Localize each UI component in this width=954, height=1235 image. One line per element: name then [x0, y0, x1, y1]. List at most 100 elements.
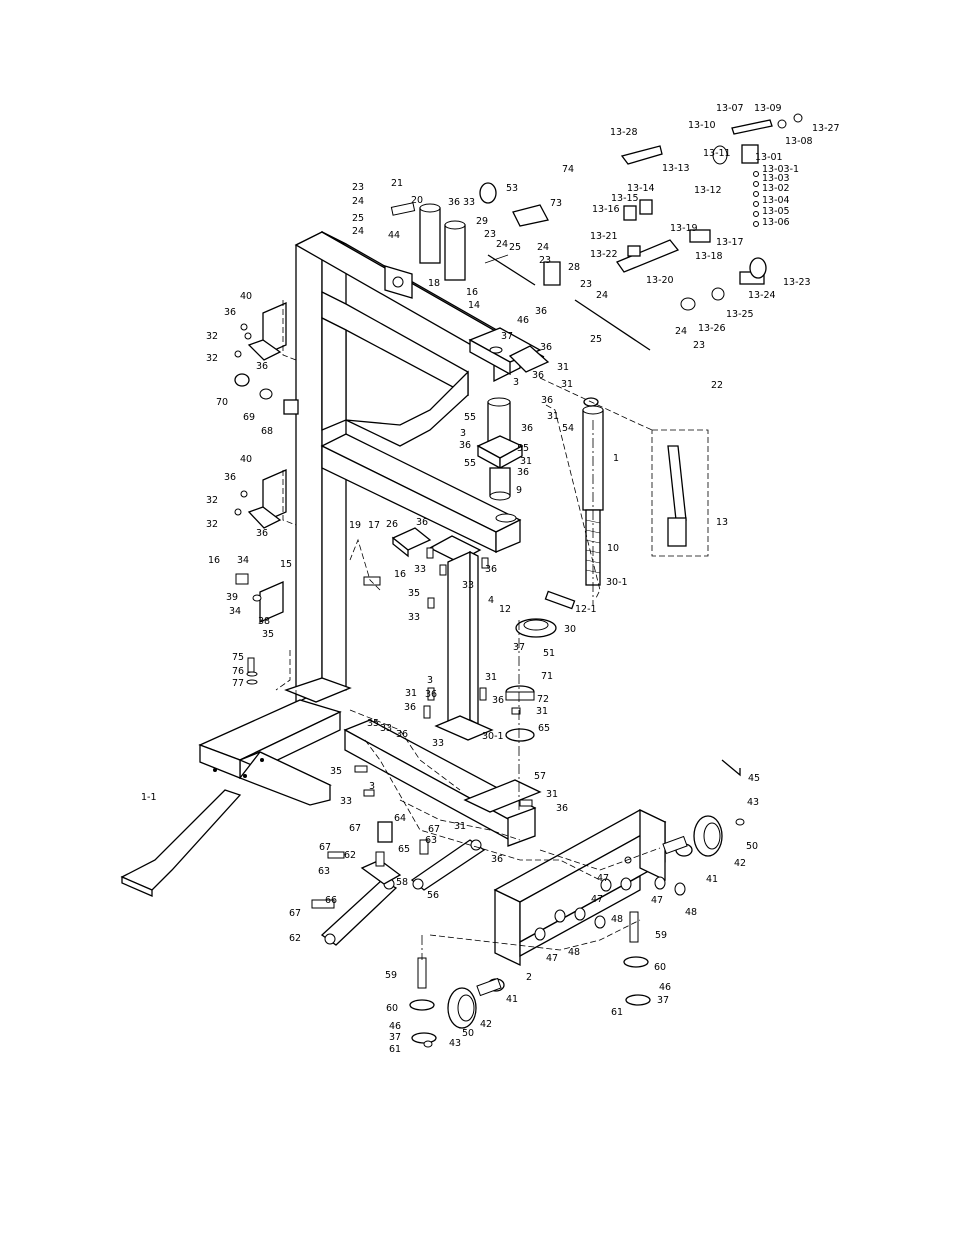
- callout-label: 13-03-1: [762, 164, 799, 175]
- callout-label: 1-1: [141, 792, 157, 803]
- callout-label: 70: [216, 397, 228, 408]
- callout-label: 42: [480, 1019, 492, 1030]
- callout-label: 9: [516, 485, 522, 496]
- callout-label: 17: [368, 520, 380, 531]
- callout-label: 33: [380, 723, 392, 734]
- callout-label: 13-11: [703, 148, 731, 159]
- callout-label: 31: [485, 672, 497, 683]
- callout-label: 30: [564, 624, 576, 635]
- callout-label: 13-23: [783, 277, 811, 288]
- callout-label: 4: [488, 595, 494, 606]
- callout-label: 31: [557, 362, 569, 373]
- callout-label: 50: [746, 841, 758, 852]
- callout-label: 40: [240, 454, 252, 465]
- callout-label: 23: [539, 255, 551, 266]
- callout-label: 22: [711, 380, 723, 391]
- callout-label: 47: [591, 894, 603, 905]
- callout-label: 13-16: [592, 204, 620, 215]
- callout-label: 74: [562, 164, 574, 175]
- callout-label: 32: [206, 495, 218, 506]
- center-column: [428, 535, 494, 741]
- callout-label: 36: [416, 517, 428, 528]
- callout-label: 18: [428, 278, 440, 289]
- callout-label: 37: [657, 995, 669, 1006]
- callout-label: 13-06: [762, 217, 790, 228]
- callout-label: 36: [485, 564, 497, 575]
- callout-label: 63: [425, 835, 437, 846]
- callout-label: 24: [352, 196, 364, 207]
- callout-label: 33: [340, 796, 352, 807]
- callout-label: 13-26: [698, 323, 726, 334]
- callout-label: 31: [546, 789, 558, 800]
- callout-label: 48: [685, 907, 697, 918]
- callout-label: 31: [520, 456, 532, 467]
- callout-label: 13-10: [688, 120, 716, 131]
- callout-label: 13: [716, 517, 728, 528]
- callout-label: 24: [537, 242, 549, 253]
- callout-label: 45: [748, 773, 760, 784]
- callout-label: 13-15: [611, 193, 639, 204]
- callout-label: 35: [367, 718, 379, 729]
- callout-label: 32: [206, 331, 218, 342]
- callout-label: 13-02: [762, 183, 790, 194]
- callout-label: 14: [468, 300, 480, 311]
- callout-label: 67: [289, 908, 301, 919]
- callout-label: 67: [428, 824, 440, 835]
- callout-label: 47: [546, 953, 558, 964]
- callout-label: 33: [408, 612, 420, 623]
- callout-label: 58: [396, 877, 408, 888]
- callout-label: 24: [596, 290, 608, 301]
- callout-label: 54: [562, 423, 574, 434]
- callout-label: 13-14: [627, 183, 655, 194]
- brackets: [247, 302, 432, 623]
- callout-label: 16: [466, 287, 478, 298]
- callout-label: 13-03: [762, 173, 790, 184]
- callout-label: 64: [394, 813, 406, 824]
- callout-label: 13-05: [762, 206, 790, 217]
- callout-label: 55: [517, 443, 529, 454]
- callout-label: 72: [537, 694, 549, 705]
- callout-label: 3: [513, 377, 519, 388]
- callout-label: 43: [747, 797, 759, 808]
- callout-label: 47: [651, 895, 663, 906]
- callout-label: 43: [449, 1038, 461, 1049]
- callout-label: 60: [386, 1003, 398, 1014]
- callout-label: 48: [611, 914, 623, 925]
- callout-label: 51: [543, 648, 555, 659]
- callout-label: 41: [706, 874, 718, 885]
- callout-label: 25: [509, 242, 521, 253]
- callout-label: 36: [425, 689, 437, 700]
- callout-label: 25: [590, 334, 602, 345]
- callout-label: 30-1: [482, 731, 504, 742]
- callout-label: 12: [499, 604, 511, 615]
- callout-label: 36: [492, 695, 504, 706]
- callout-label: 55: [464, 458, 476, 469]
- callout-label: 41: [506, 994, 518, 1005]
- callout-label: 61: [611, 1007, 623, 1018]
- callout-label: 65: [398, 844, 410, 855]
- callout-label: 2: [526, 972, 532, 983]
- callout-label: 13-28: [610, 127, 638, 138]
- callout-label: 50: [462, 1028, 474, 1039]
- hardware: [234, 323, 745, 1048]
- callout-label: 24: [352, 226, 364, 237]
- levelling-feet: [409, 911, 651, 1044]
- callout-label: 16: [394, 569, 406, 580]
- callout-label: 34: [237, 555, 249, 566]
- callout-label: 28: [568, 262, 580, 273]
- callout-label: 30-1: [606, 577, 628, 588]
- callout-label: 13-25: [726, 309, 754, 320]
- callout-label: 16: [208, 555, 220, 566]
- callout-label: 13-17: [716, 237, 744, 248]
- callout-label: 20: [411, 195, 423, 206]
- foot-assembly: [120, 699, 342, 897]
- callout-label: 57: [534, 771, 546, 782]
- callout-label: 71: [541, 671, 553, 682]
- callout-label: 59: [385, 970, 397, 981]
- callout-label: 40: [240, 291, 252, 302]
- callout-label: 3: [427, 675, 433, 686]
- callout-label: 68: [261, 426, 273, 437]
- callout-label: 13-19: [670, 223, 698, 234]
- callout-label: 35: [262, 629, 274, 640]
